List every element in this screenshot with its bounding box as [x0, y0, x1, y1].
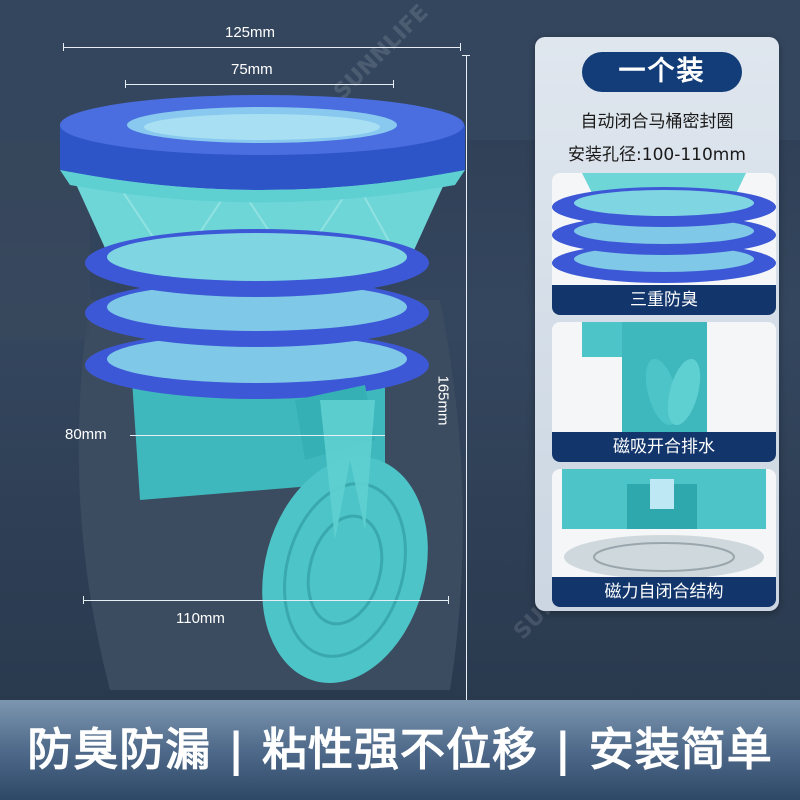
dimension-line-75 [125, 84, 393, 85]
dimension-label-165: 165mm [434, 375, 452, 426]
self-closing-structure-image [562, 469, 766, 577]
dimension-label-75: 75mm [231, 61, 273, 78]
dimension-label-80: 80mm [65, 426, 107, 443]
feature-caption: 磁吸开合排水 [552, 432, 776, 462]
dimension-line-165 [466, 55, 467, 700]
feature-card-self-closing: 磁力自闭合结构 [552, 469, 776, 607]
dimension-label-125: 125mm [225, 24, 276, 41]
toilet-seal-product-image [60, 95, 465, 683]
dimension-line-80 [130, 435, 385, 436]
info-panel: 一个装 自动闭合马桶密封圈 安装孔径:100-110mm 三重防臭 磁吸开合排水… [535, 37, 779, 611]
dimension-line-110 [83, 600, 448, 601]
product-name: 自动闭合马桶密封圈 [580, 112, 734, 132]
dimension-label-110: 110mm [176, 610, 225, 627]
feature-banner: 防臭防漏 | 粘性强不位移 | 安装简单 [0, 700, 800, 800]
dimension-line-125 [63, 47, 460, 48]
magnetic-flap-image [582, 322, 707, 432]
triple-ring-image [552, 173, 776, 283]
feature-card-magnetic-drain: 磁吸开合排水 [552, 322, 776, 462]
feature-caption: 磁力自闭合结构 [552, 577, 776, 607]
install-hole-spec: 安装孔径:100-110mm [568, 145, 746, 165]
feature-card-triple-seal: 三重防臭 [552, 173, 776, 315]
feature-caption: 三重防臭 [552, 285, 776, 315]
quantity-badge: 一个装 [582, 52, 742, 92]
